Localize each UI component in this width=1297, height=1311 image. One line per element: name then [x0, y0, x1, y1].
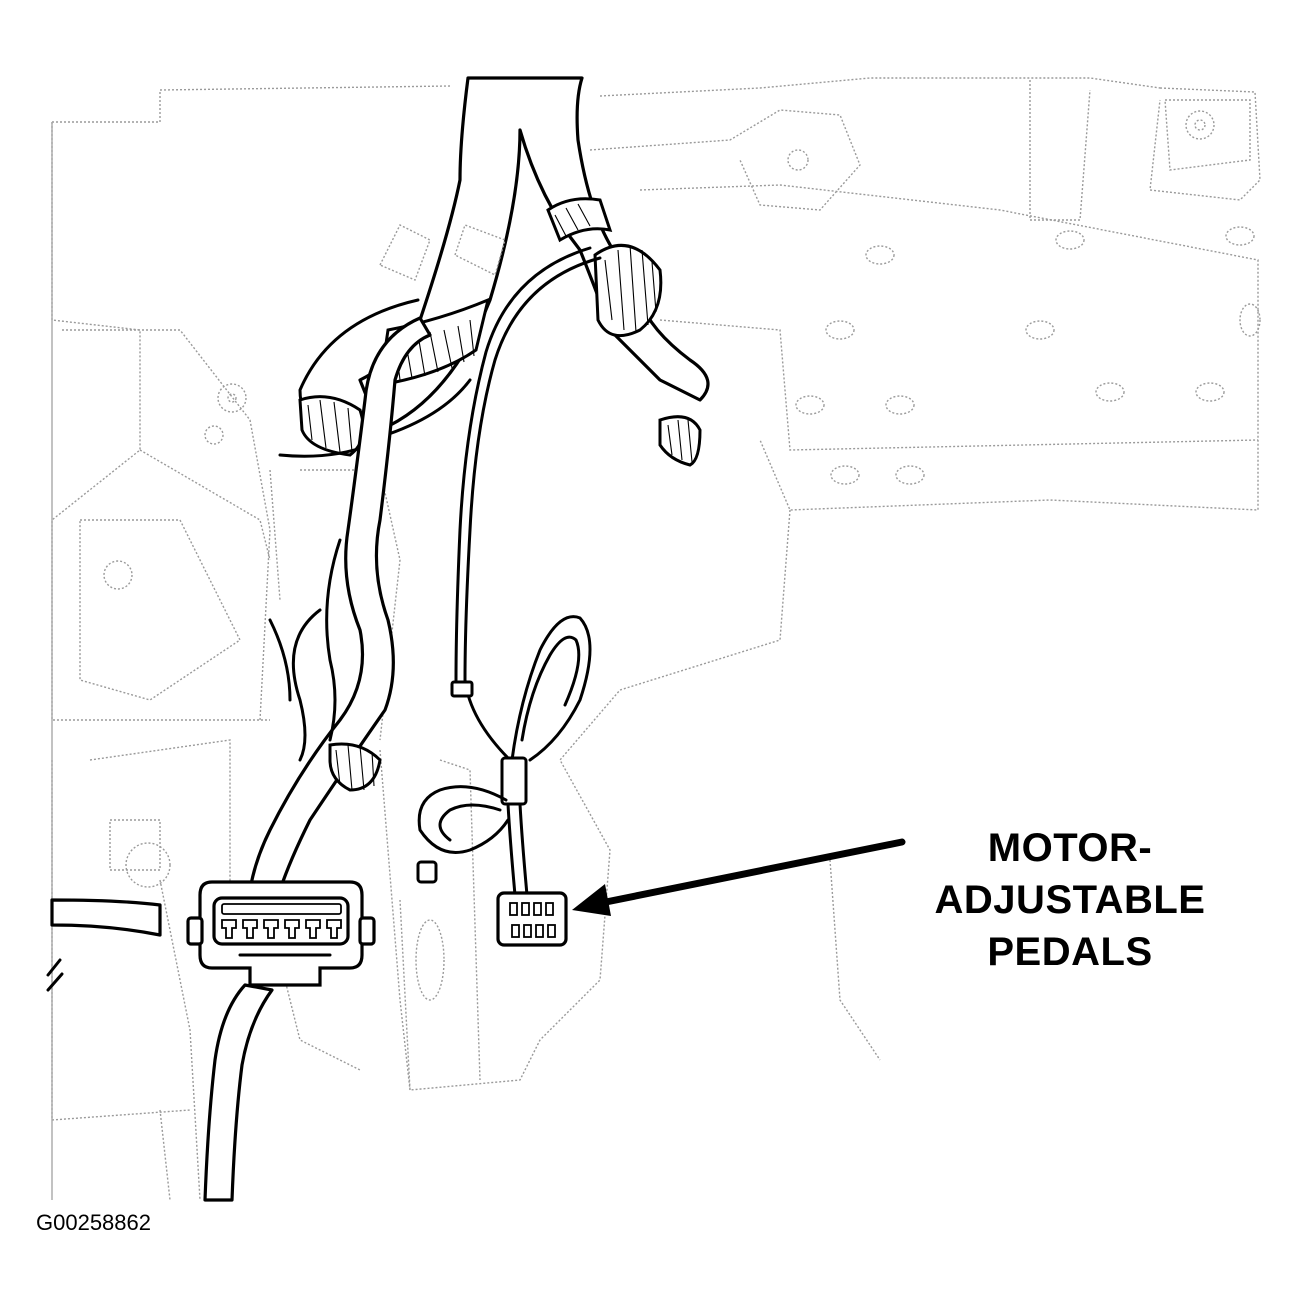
callout-line-3: PEDALS	[987, 930, 1153, 974]
pedal-branch-wire	[416, 246, 602, 897]
figure-id: G00258862	[36, 1210, 151, 1235]
arrow-left-icon	[572, 838, 906, 916]
main-harness-trunk	[358, 76, 710, 467]
small-connector-icon	[509, 902, 556, 938]
pedal-connector	[496, 891, 568, 947]
multi-pin-connector-icon	[221, 903, 342, 939]
background-structure	[51, 77, 1261, 1201]
main-connector	[186, 880, 376, 987]
left-stub-wire	[46, 898, 162, 992]
callout-line-1: MOTOR-	[987, 826, 1153, 870]
callout-label: MOTOR- ADJUSTABLE PEDALS	[900, 822, 1240, 978]
tape-hatch-2	[554, 203, 657, 333]
lower-wire-run	[203, 983, 274, 1202]
callout-line-2: ADJUSTABLE	[934, 878, 1206, 922]
